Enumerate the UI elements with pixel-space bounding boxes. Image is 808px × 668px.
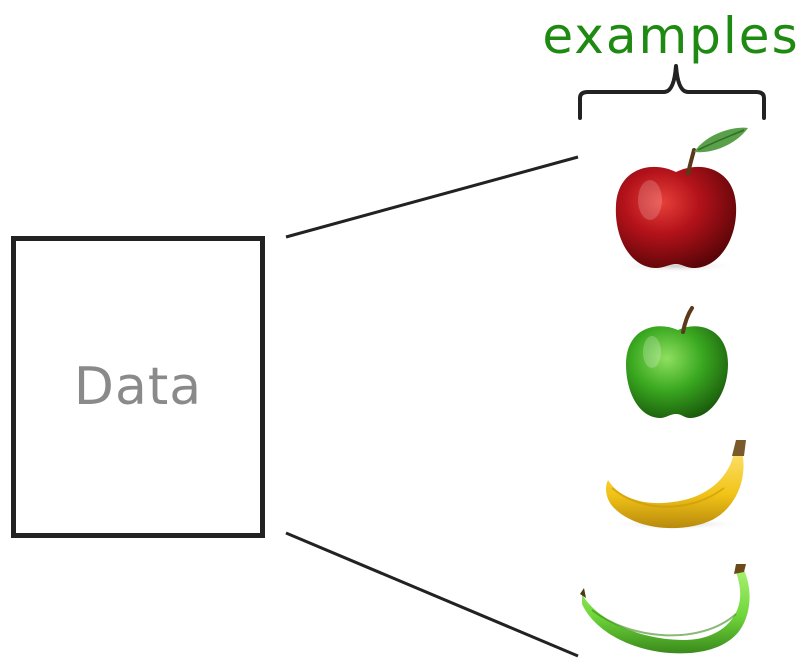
connector-line-bottom [285,531,579,658]
yellow-banana-icon [606,440,746,530]
red-apple-icon [614,127,748,273]
data-label: Data [73,357,203,417]
green-banana-icon [580,564,750,654]
data-box: Data [11,236,265,538]
green-apple-icon [626,306,728,418]
examples-label: examples [542,7,800,65]
connector-line-top [285,155,579,239]
examples-brace [578,64,766,120]
